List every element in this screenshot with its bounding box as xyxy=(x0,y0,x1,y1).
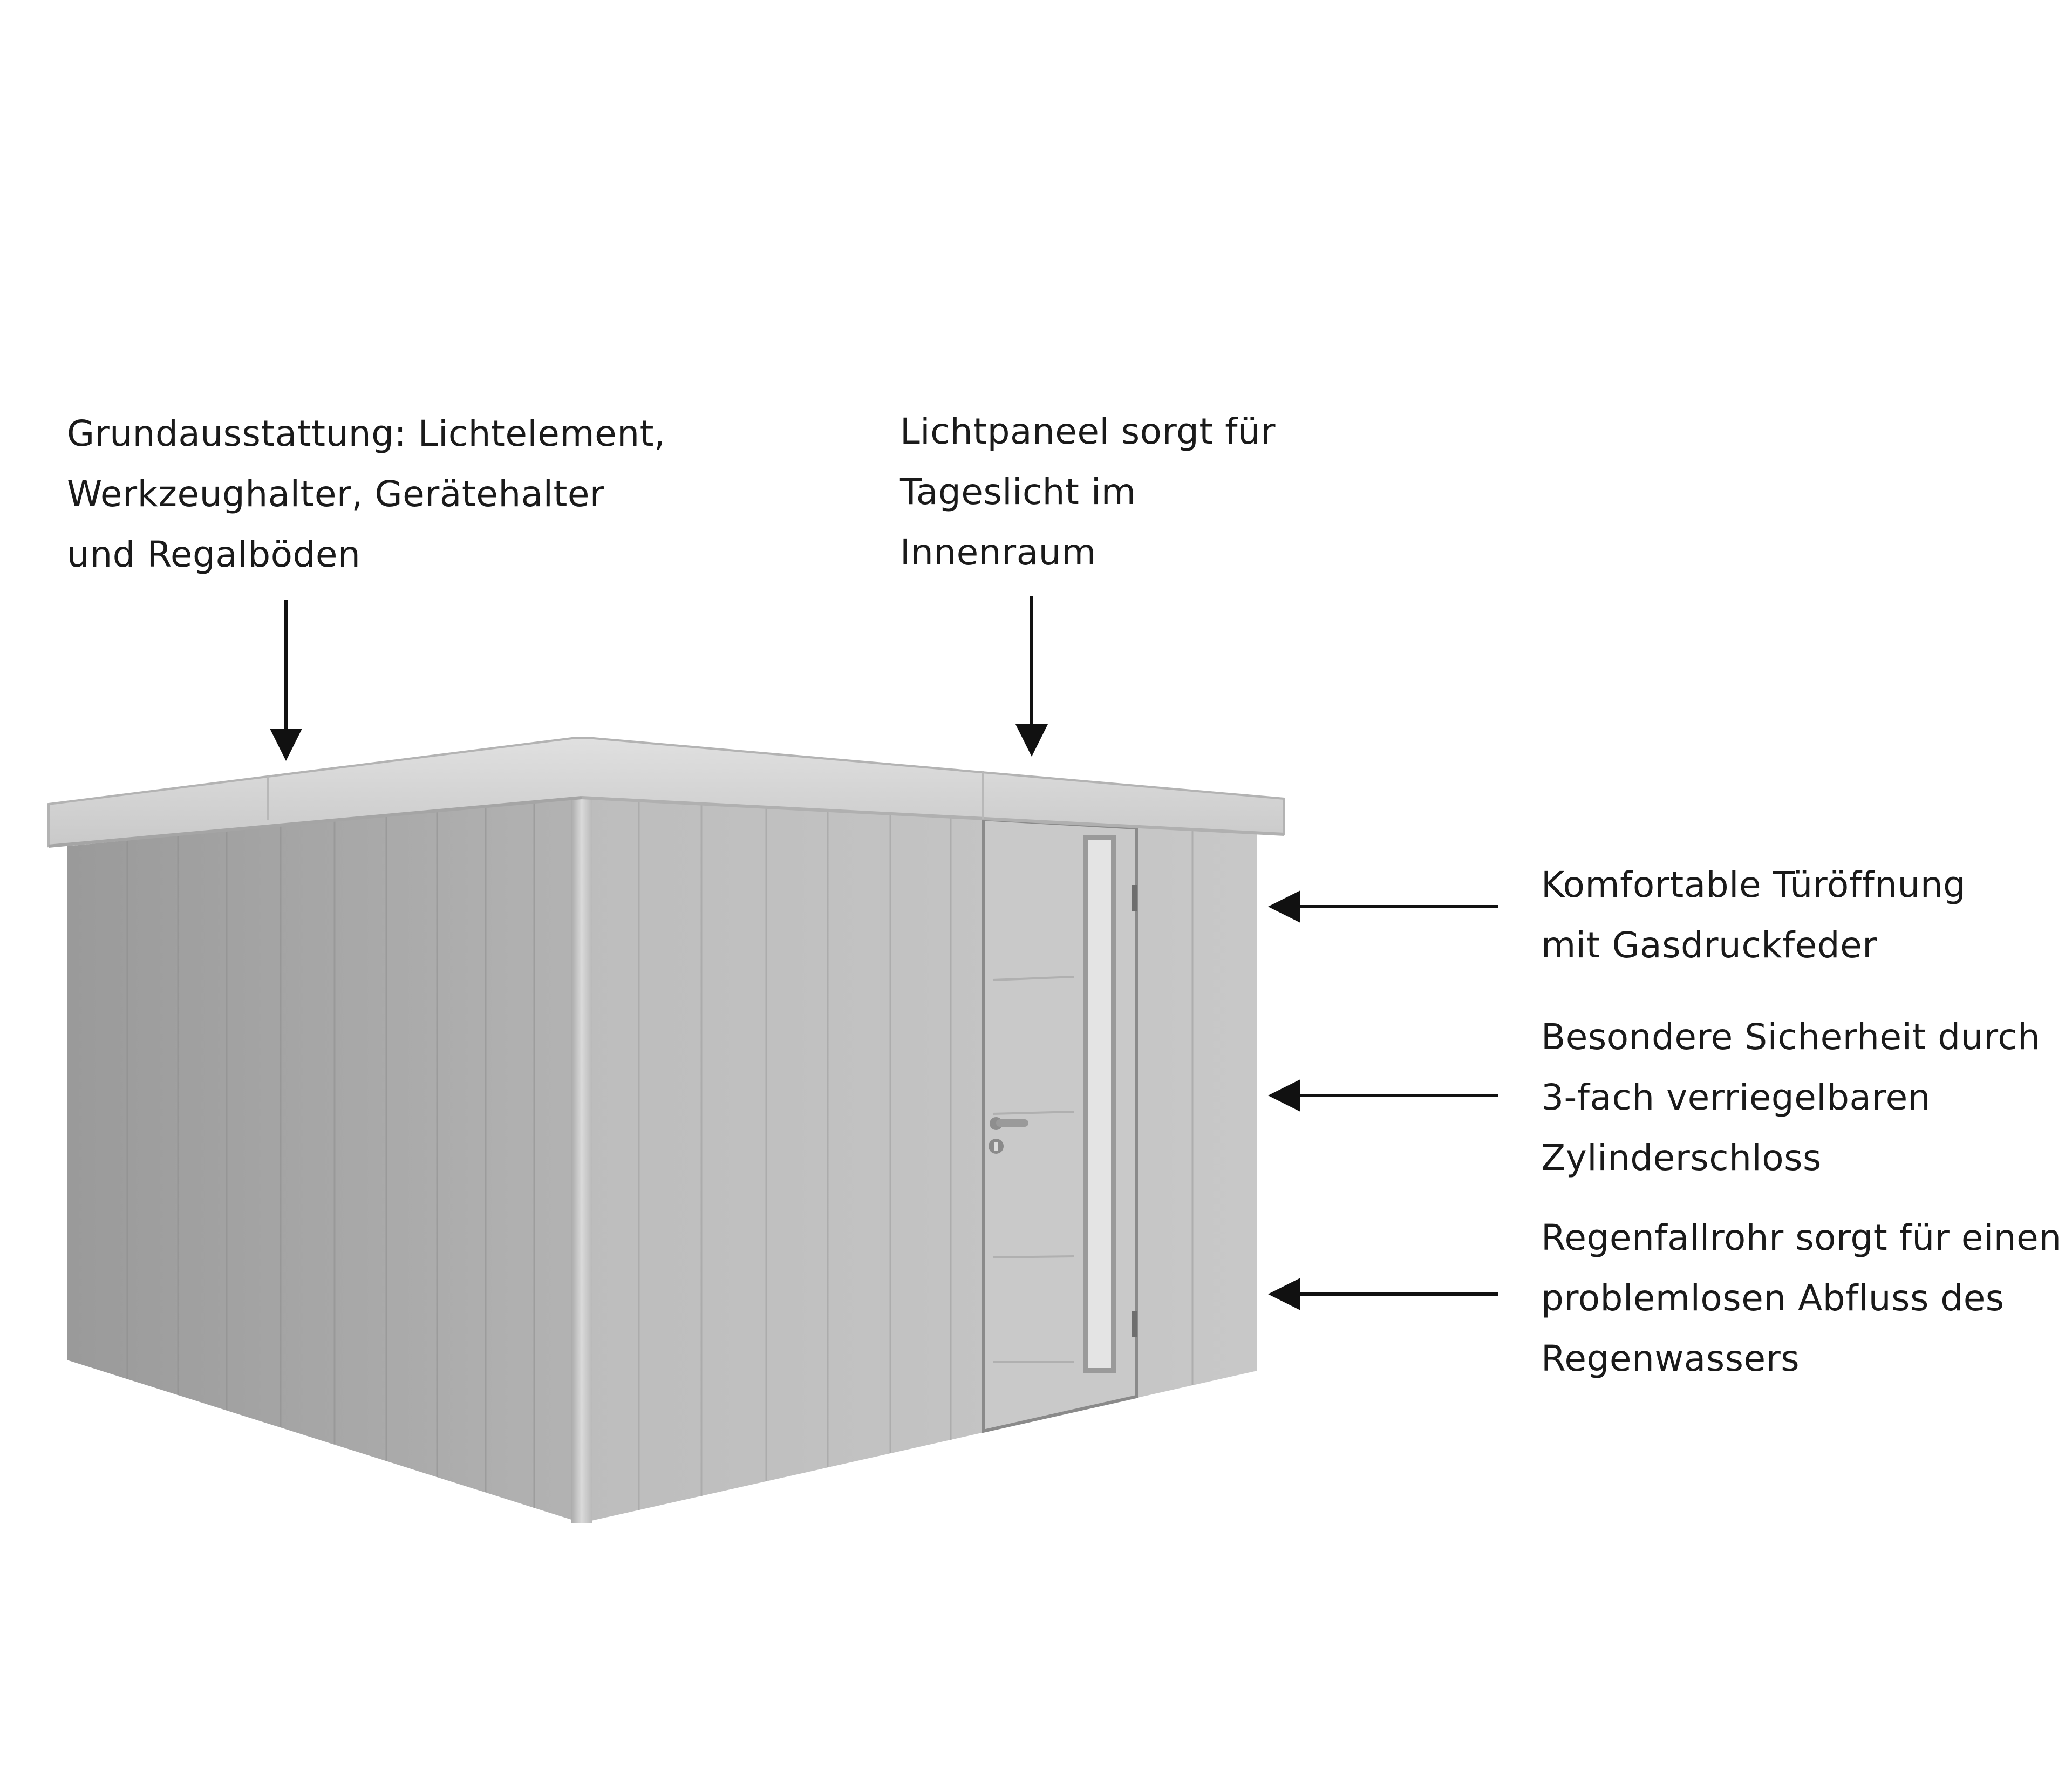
annotation-line: Innenraum xyxy=(900,532,1096,573)
annotation-basic-equipment: Grundausstattung: Lichtelement, Werkzeug… xyxy=(67,404,665,585)
annotation-line: Grundausstattung: Lichtelement, xyxy=(67,413,666,454)
annotation-line: 3-fach verriegelbaren xyxy=(1541,1077,1931,1118)
shed-roof xyxy=(47,737,1285,848)
annotation-line: und Regalböden xyxy=(67,534,361,575)
shed-corner xyxy=(571,798,592,1523)
annotation-door-opening: Komfortable Türöffnung mit Gasdruckfeder xyxy=(1541,855,1966,976)
annotation-light-panel: Lichtpaneel sorgt für Tageslicht im Inne… xyxy=(900,402,1276,583)
shed-side-wall xyxy=(67,798,582,1523)
door-handle-icon xyxy=(990,1117,1028,1130)
door-hinge xyxy=(1132,1311,1137,1337)
annotation-security: Besondere Sicherheit durch 3-fach verrie… xyxy=(1541,1007,2040,1188)
door-window xyxy=(1083,835,1116,1373)
lock-cylinder-icon xyxy=(989,1139,1004,1154)
annotation-line: Komfortable Türöffnung xyxy=(1541,864,1966,906)
annotation-line: Zylinderschloss xyxy=(1541,1137,1822,1179)
door-hinge xyxy=(1132,885,1137,911)
annotation-line: Tageslicht im xyxy=(900,471,1136,513)
annotation-line: Werkzeughalter, Gerätehalter xyxy=(67,473,605,515)
annotation-line: Regenwassers xyxy=(1541,1338,1800,1379)
shed-door xyxy=(982,817,1138,1433)
annotation-line: Besondere Sicherheit durch xyxy=(1541,1016,2041,1058)
annotation-line: problemlosen Abfluss des xyxy=(1541,1277,2005,1319)
annotation-line: Regenfallrohr sorgt für einen xyxy=(1541,1217,2062,1258)
shed-front-wall xyxy=(582,798,1257,1523)
annotation-line: Lichtpaneel sorgt für xyxy=(900,411,1276,452)
annotation-line: mit Gasdruckfeder xyxy=(1541,924,1877,966)
annotation-rain-drain: Regenfallrohr sorgt für einen problemlos… xyxy=(1541,1208,2062,1389)
